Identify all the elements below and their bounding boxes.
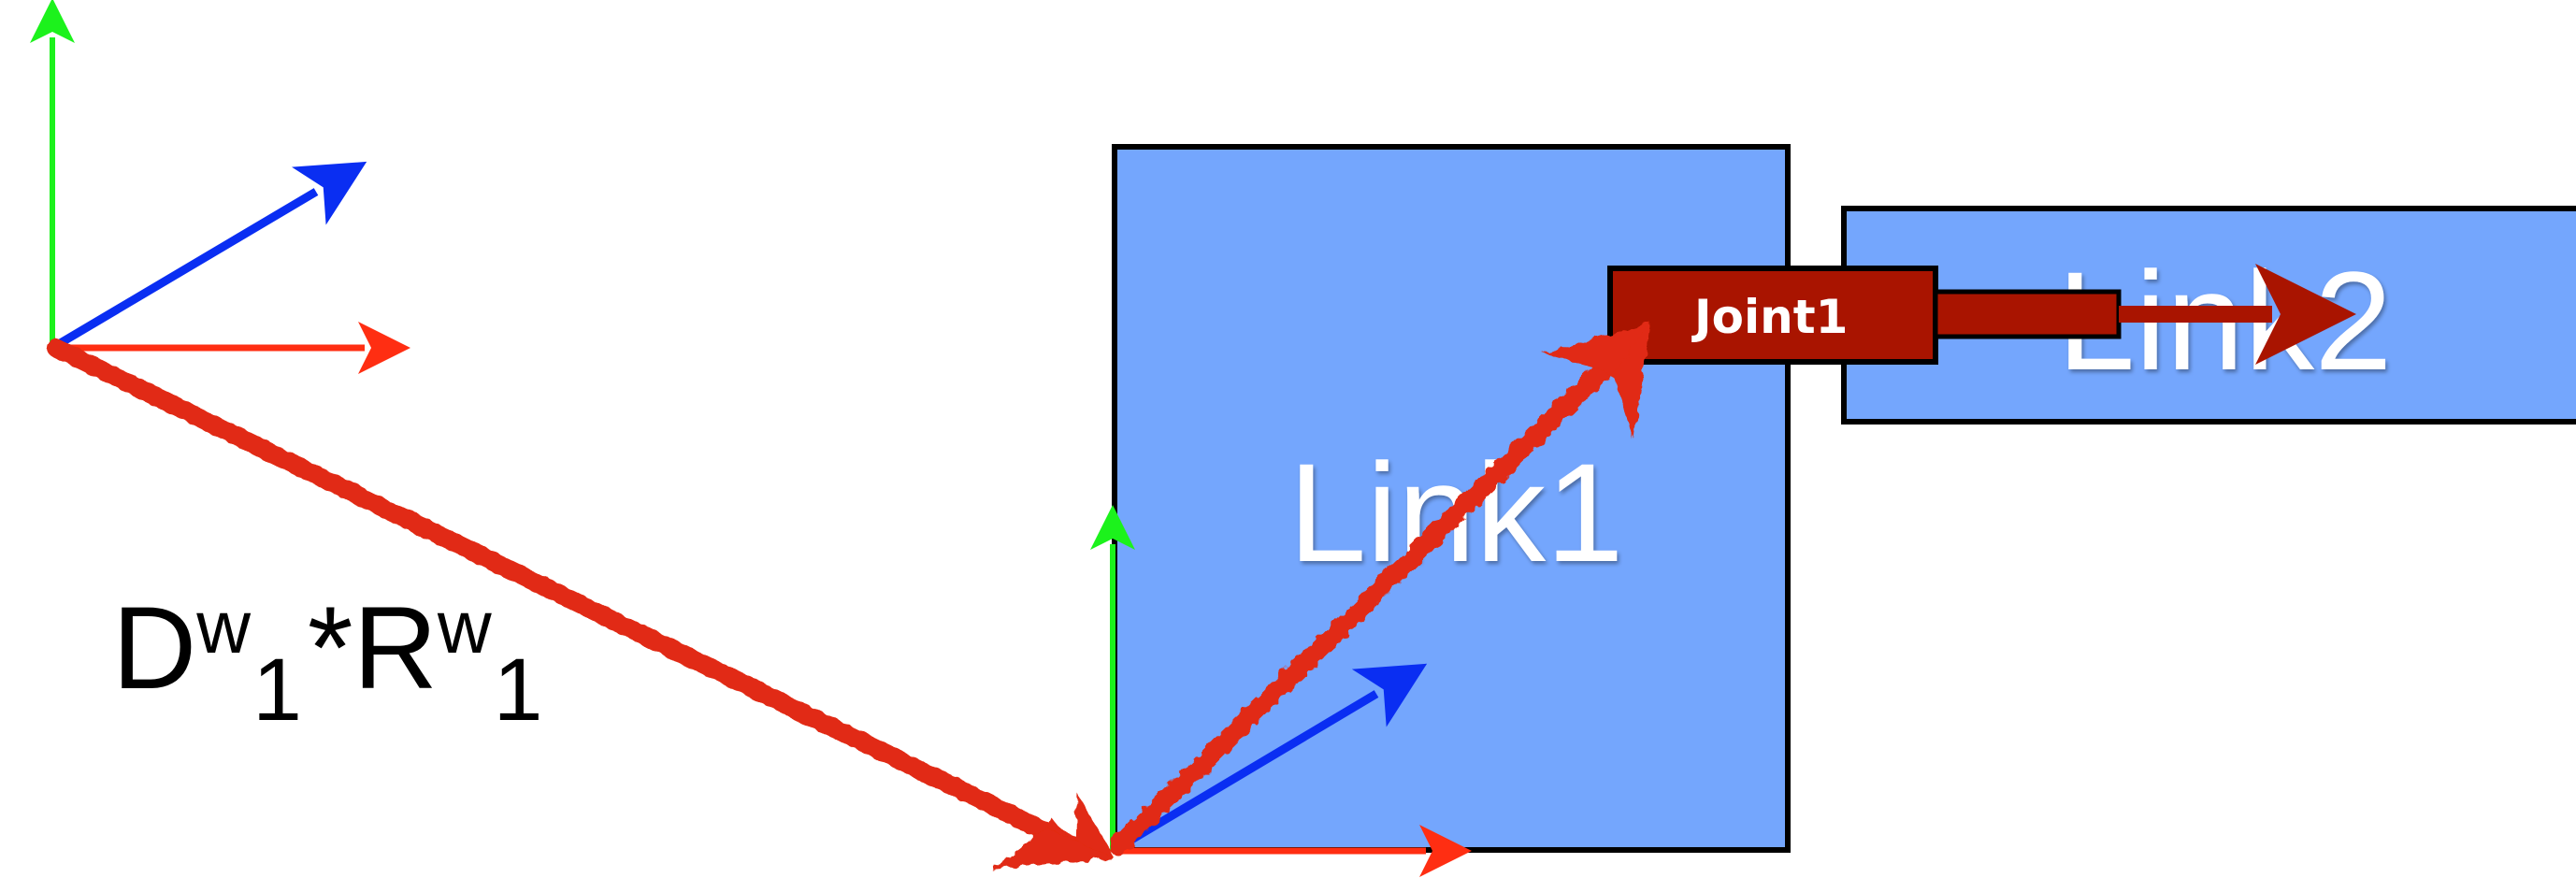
world-to-link1-arrow (47, 338, 1115, 870)
world-z-axis (50, 161, 367, 352)
formula-d: D (112, 583, 196, 713)
joint1-axle (1933, 289, 2122, 339)
transform-arrows (47, 323, 1650, 870)
link1-frame (1090, 505, 1472, 877)
formula-r: R (353, 583, 438, 713)
world-frame (30, 0, 410, 374)
transform-formula: Dw1*Rw1 (112, 583, 542, 740)
link1-to-joint1-arrow (1109, 323, 1650, 856)
joint1-body (1607, 266, 1938, 365)
joint1-label: Joint1 (1691, 290, 1848, 344)
formula-op: * (308, 583, 353, 713)
link1-z-axis (1110, 663, 1428, 855)
formula-d-sup: w (195, 585, 251, 669)
formula-r-sub: 1 (494, 641, 543, 740)
formula-r-sup: w (437, 585, 492, 669)
formula-d-sub: 1 (252, 641, 302, 740)
